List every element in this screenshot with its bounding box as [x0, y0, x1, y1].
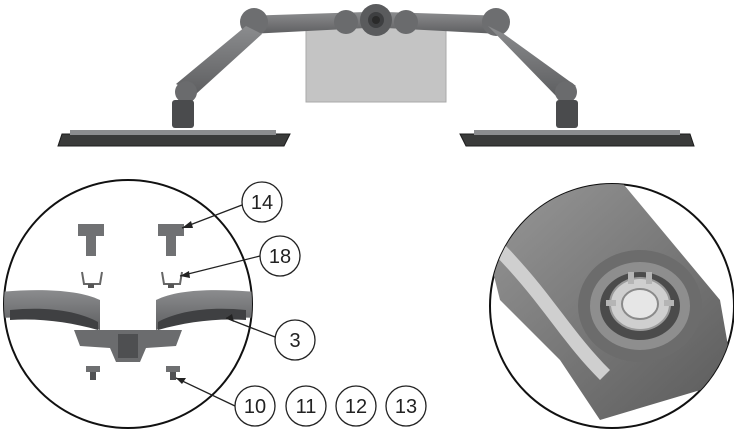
leader-lines	[175, 204, 276, 407]
callout-10: 10	[234, 385, 276, 427]
screw-left	[86, 366, 100, 380]
svg-text:3: 3	[289, 330, 300, 352]
screw-right	[166, 366, 180, 380]
svg-text:18: 18	[269, 246, 291, 268]
svg-text:12: 12	[345, 396, 367, 418]
clip-part-left	[78, 224, 104, 256]
svg-text:14: 14	[251, 192, 273, 214]
arm-socket-closeup	[489, 183, 734, 429]
callout-11: 11	[285, 385, 327, 427]
exploded-parts-detail	[3, 179, 253, 429]
callout-12: 12	[335, 385, 377, 427]
lower-arm-right	[488, 26, 576, 96]
dual-monitor-arm-illustration	[57, 4, 695, 147]
svg-text:13: 13	[395, 396, 417, 418]
clip-part-right	[158, 224, 184, 256]
callout-3: 3	[274, 319, 316, 361]
monitor-left	[57, 133, 291, 147]
svg-text:11: 11	[296, 396, 317, 418]
callout-13: 13	[385, 385, 427, 427]
callout-14: 14	[241, 181, 283, 223]
leader-arrowheads	[176, 221, 234, 384]
callout-18: 18	[259, 235, 301, 277]
monitor-right	[459, 133, 695, 147]
svg-text:10: 10	[244, 396, 266, 418]
lower-arm-left	[176, 26, 262, 94]
